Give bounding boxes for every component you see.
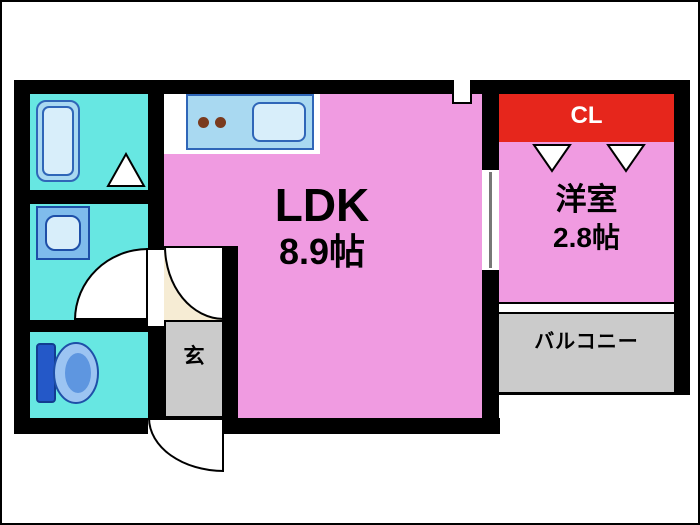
kitchen-counter (186, 94, 314, 150)
stove-burner-icon (198, 117, 209, 128)
balcony-label: バルコニー (534, 331, 639, 353)
wall-wet-lower (148, 326, 164, 418)
sliding-door-line (489, 172, 492, 268)
western-room-size-label: 2.8帖 (553, 222, 620, 253)
wall-bottom-left (14, 418, 148, 434)
ldk-size-label: 8.9帖 (278, 231, 366, 272)
ldk-label: LDK (274, 179, 370, 231)
bathtub-inner (42, 106, 74, 176)
room-western (499, 142, 674, 302)
bathtub-icon (36, 100, 80, 182)
closet-label: CL (570, 102, 603, 129)
stove-burner-icon (215, 117, 226, 128)
wall-bottom-center (224, 418, 500, 434)
kitchen-sink-icon (252, 102, 306, 142)
closet-door-triangle-icon (532, 144, 572, 173)
closet (499, 94, 674, 142)
wall-right (674, 80, 690, 395)
wall-top (14, 80, 690, 94)
pipe-space (452, 80, 472, 104)
wall-hall-ldk (224, 246, 238, 418)
wall-bath-washroom (30, 190, 148, 204)
window (499, 302, 674, 314)
balcony (499, 314, 674, 392)
washing-machine-icon (36, 206, 90, 260)
balcony-edge-line (496, 392, 690, 395)
closet-door-triangle-icon (606, 144, 646, 173)
wall-left (14, 80, 30, 434)
genkan (164, 320, 224, 418)
toilet-icon (36, 342, 99, 404)
wall-wet-upper (148, 94, 164, 250)
bathroom-door-triangle-icon (106, 152, 146, 187)
wall-washroom-toilet (30, 320, 148, 332)
wall-mid-lower (482, 270, 499, 418)
genkan-label: 玄 (183, 345, 205, 368)
washing-machine-drum (45, 215, 81, 251)
western-room-label: 洋室 (555, 182, 618, 217)
entrance-door-arc (148, 418, 224, 472)
wall-mid-upper (482, 94, 499, 170)
